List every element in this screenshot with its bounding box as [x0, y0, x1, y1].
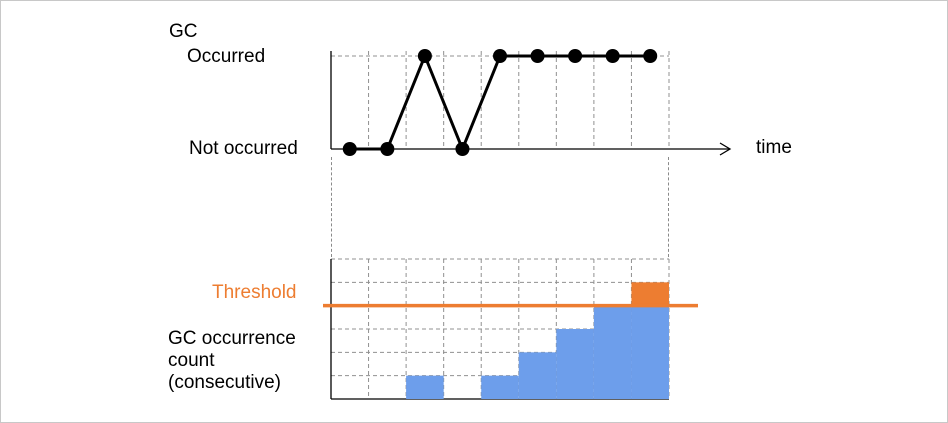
gc-timeline-chart: [330, 49, 732, 156]
threshold-label: Threshold: [212, 282, 297, 303]
connector-line-right: [668, 157, 669, 257]
connector-line-left: [331, 157, 332, 257]
gc-axis-title: GC: [169, 21, 198, 42]
time-axis-label: time: [756, 137, 792, 158]
consecutive-count-chart: [323, 258, 698, 400]
occurred-tick-label: Occurred: [187, 46, 266, 67]
count-axis-caption: GC occurrence count (consecutive): [168, 328, 296, 393]
not-occurred-tick-label: Not occurred: [189, 138, 298, 159]
